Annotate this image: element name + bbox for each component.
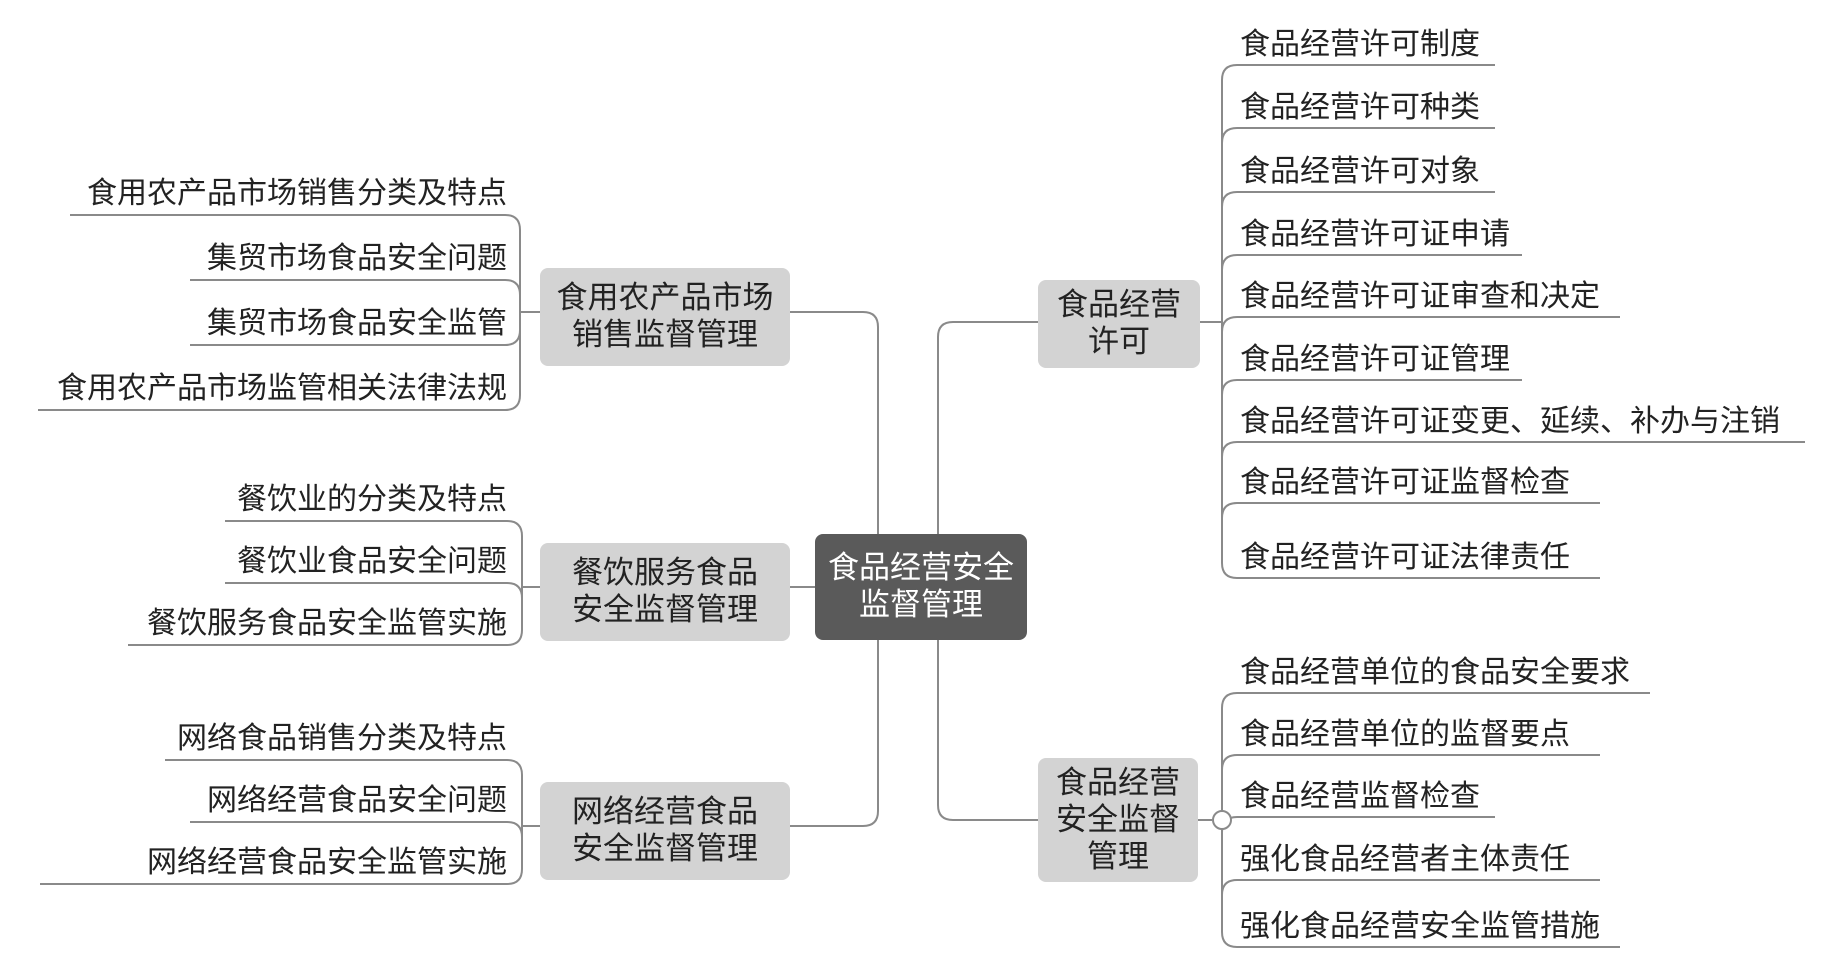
connector-license-stub-6	[1221, 379, 1238, 396]
branch-supervision-line-2: 安全监督	[1056, 801, 1180, 838]
leaf-license-3[interactable]: 食品经营许可对象	[1240, 154, 1480, 189]
connector-online-leaf-2	[190, 821, 523, 838]
connector-supervision-stub-2	[1221, 754, 1238, 771]
connector-license-down	[1221, 322, 1238, 579]
connector-catering-leaf-2	[225, 582, 523, 599]
leaf-license-7[interactable]: 食品经营许可证变更、延续、补办与注销	[1240, 404, 1780, 439]
leaf-catering-3[interactable]: 餐饮服务食品安全监管实施	[147, 606, 507, 641]
connector-license-stub-8	[1221, 502, 1238, 519]
leaf-license-8[interactable]: 食品经营许可证监督检查	[1240, 465, 1570, 500]
leaf-license-6[interactable]: 食品经营许可证管理	[1240, 342, 1510, 377]
branch-node-catering[interactable]: 餐饮服务食品 安全监督管理	[540, 543, 790, 641]
leaf-supervision-1[interactable]: 食品经营单位的食品安全要求	[1240, 655, 1630, 690]
connector-license-stub-5	[1221, 316, 1238, 333]
collapse-toggle-supervision	[1212, 810, 1232, 830]
branch-catering-line-1: 餐饮服务食品	[572, 555, 758, 591]
leaf-online-3[interactable]: 网络经营食品安全监管实施	[147, 845, 507, 880]
leaf-market-2[interactable]: 集贸市场食品安全问题	[207, 241, 507, 276]
leaf-license-4[interactable]: 食品经营许可证申请	[1240, 217, 1510, 252]
connector-supervision-stub-4	[1221, 879, 1238, 896]
branch-license-line-2: 许可	[1088, 324, 1150, 360]
leaf-catering-1[interactable]: 餐饮业的分类及特点	[237, 482, 507, 517]
leaf-market-3[interactable]: 集贸市场食品安全监管	[207, 306, 507, 341]
branch-license-line-1: 食品经营	[1057, 287, 1181, 323]
connector-center-license	[937, 321, 1038, 534]
connector-catering-leaf-1	[225, 520, 523, 587]
connector-catering-leaf-3	[128, 587, 523, 646]
connector-license-stub-2	[1221, 127, 1238, 144]
connector-supervision-up	[1221, 692, 1238, 820]
branch-node-online[interactable]: 网络经营食品 安全监督管理	[540, 782, 790, 880]
branch-catering-line-2: 安全监督管理	[572, 592, 758, 628]
connector-license-stub-7	[1221, 441, 1238, 458]
branch-node-market[interactable]: 食用农产品市场 销售监督管理	[540, 268, 790, 366]
connector-supervision-down	[1221, 820, 1238, 948]
connector-online-leaf-1	[165, 759, 523, 826]
connector-license-stub-3	[1221, 191, 1238, 208]
connector-online-leaf-3	[40, 826, 523, 885]
connector-license-stub-4	[1221, 254, 1238, 271]
branch-market-line-2: 销售监督管理	[572, 317, 758, 353]
leaf-supervision-2[interactable]: 食品经营单位的监督要点	[1240, 717, 1570, 752]
leaf-supervision-3[interactable]: 食品经营监督检查	[1240, 779, 1480, 814]
connector-market-leaf-1	[70, 214, 521, 312]
leaf-online-2[interactable]: 网络经营食品安全问题	[207, 783, 507, 818]
central-node[interactable]: 食品经营安全 监督管理	[815, 534, 1027, 640]
connector-market-leaf-2	[190, 279, 521, 312]
leaf-supervision-4[interactable]: 强化食品经营者主体责任	[1240, 842, 1570, 877]
branch-market-line-1: 食用农产品市场	[556, 280, 774, 316]
leaf-market-1[interactable]: 食用农产品市场销售分类及特点	[87, 176, 507, 211]
connector-market-leaf-4	[38, 312, 521, 411]
leaf-license-9[interactable]: 食品经营许可证法律责任	[1240, 540, 1570, 575]
branch-online-line-1: 网络经营食品	[572, 794, 758, 830]
connector-center-market	[790, 311, 879, 534]
leaf-license-5[interactable]: 食品经营许可证审查和决定	[1240, 279, 1600, 314]
leaf-catering-2[interactable]: 餐饮业食品安全问题	[237, 544, 507, 579]
connector-center-online	[790, 640, 879, 827]
central-node-line-1: 食品经营安全	[828, 550, 1014, 586]
leaf-online-1[interactable]: 网络食品销售分类及特点	[177, 721, 507, 756]
central-node-line-2: 监督管理	[859, 587, 983, 623]
branch-node-license[interactable]: 食品经营 许可	[1038, 280, 1200, 368]
leaf-license-1[interactable]: 食品经营许可制度	[1240, 27, 1480, 62]
connector-license-up	[1221, 64, 1238, 322]
branch-online-line-2: 安全监督管理	[572, 831, 758, 867]
leaf-license-2[interactable]: 食品经营许可种类	[1240, 90, 1480, 125]
leaf-supervision-5[interactable]: 强化食品经营安全监管措施	[1240, 909, 1600, 944]
branch-supervision-line-3: 管理	[1087, 838, 1149, 875]
branch-supervision-line-1: 食品经营	[1056, 764, 1180, 801]
connector-center-supervision	[937, 640, 1038, 821]
leaf-market-4[interactable]: 食用农产品市场监管相关法律法规	[57, 371, 507, 406]
branch-node-supervision[interactable]: 食品经营 安全监督 管理	[1038, 758, 1198, 882]
